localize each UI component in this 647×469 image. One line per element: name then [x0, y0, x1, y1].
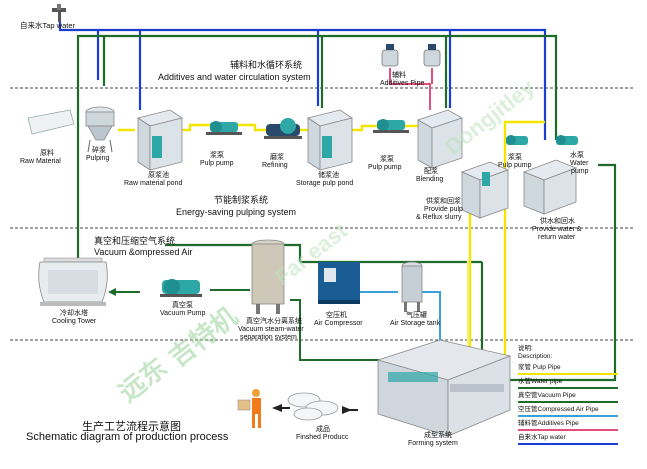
cooling-tower-label: Cooling Tower [52, 318, 97, 325]
separation-label: separation system [240, 334, 297, 341]
section-title: 真空和压缩空气系统 [94, 236, 176, 246]
legend-item: 水管Water pipe [518, 378, 563, 385]
raw-material-icon [27, 109, 75, 135]
legend-swatch [518, 415, 618, 417]
water-pump-label: pump [571, 168, 589, 175]
pulp-supply-box-icon [460, 161, 510, 219]
flow-arrow [272, 404, 358, 414]
additives-tank-icon [381, 44, 441, 67]
vacuum-pump-label: 真空泵 [172, 302, 193, 309]
legend-item: 空压管Compressed Air Pipe [518, 406, 599, 413]
section-title: 节能制浆系统 [214, 195, 269, 205]
water-pump-label: 水泵 [570, 152, 584, 159]
provide-pulp-label: & Reflux slurry [416, 214, 462, 221]
tap-water-label: 自来水Tap water [20, 21, 76, 30]
finished-product-icon [287, 392, 339, 421]
refining-label: Refining [262, 162, 288, 169]
section-title: Energy-saving pulping system [176, 207, 297, 217]
raw-material-label: Raw Material [20, 158, 61, 165]
raw-material-label: 原料 [40, 150, 54, 157]
forming-label: Forming system [408, 440, 458, 447]
pulp-pump-label: Pulp pump [200, 160, 234, 167]
legend-swatch [518, 443, 618, 445]
legend-swatch [518, 401, 618, 403]
provide-water-label: 供水和回水 [540, 218, 575, 225]
refiner-icon [264, 118, 302, 139]
pulp-pump-label: Pulp pump [498, 162, 532, 169]
pulp-pump-label: 浆泵 [380, 156, 394, 163]
additives-pipe-label: 辅料 [392, 72, 406, 79]
legend-item: 真空管Vacuum Pipe [518, 392, 576, 399]
raw-pond-label: Raw material pond [124, 180, 183, 187]
section-title: Additives and water circulation system [158, 72, 311, 82]
legend-item: 辅料管Additives Pipe [518, 420, 579, 427]
air-pipe [360, 291, 441, 350]
refining-label: 磨浆 [270, 154, 284, 161]
air-compressor-label: Air Compressor [314, 320, 363, 327]
section-title: Vacuum &ompressed Air [94, 247, 193, 257]
pulp-pump-icon [506, 135, 528, 145]
tap-faucet-icon [52, 4, 66, 22]
section-title: 辅料和水循环系统 [230, 60, 303, 70]
storage-pond-label: 储浆池 [318, 172, 339, 179]
worker-icon [237, 389, 261, 428]
raw-pond-label: 原浆池 [148, 172, 169, 179]
legend-swatch [518, 373, 618, 375]
water-pump-icon [556, 135, 578, 145]
provide-pulp-label: Provide pulp [424, 206, 463, 213]
finished-label: 成品 [316, 426, 330, 433]
water-pump-label: Water [570, 160, 589, 167]
finished-label: Finshed Producc [296, 434, 349, 441]
storage-pond-icon [307, 109, 353, 171]
forming-machine-icon [376, 339, 512, 437]
air-tank-label: 气压罐 [406, 312, 427, 319]
pulp-pump-icon [373, 119, 409, 133]
vacuum-pump-icon [160, 279, 202, 297]
legend-header: Description: [518, 353, 553, 360]
additives-pipe [389, 68, 433, 110]
legend-swatch [518, 387, 618, 389]
vacuum-pump-label: Vacuum Pump [160, 310, 206, 317]
cooling-tower-label: 冷却水塔 [60, 310, 88, 317]
blending-label: Blending [416, 176, 444, 183]
legend-item: 自来水Tap water [518, 434, 566, 441]
blending-label: 配浆 [424, 168, 438, 175]
separation-label: 真空汽水分离系统 [246, 318, 302, 325]
pulping-label: 碎浆 [92, 147, 106, 154]
separation-label: Vacuum steam-water [238, 326, 304, 333]
pulp-pump-label: 浆泵 [210, 152, 224, 159]
storage-pond-label: Storage pulp pond [296, 180, 354, 187]
cooling-tower-icon [38, 257, 108, 306]
pulper-icon [85, 106, 115, 153]
separation-tank-icon [251, 239, 285, 314]
diagram-title-cn: 生产工艺流程示意图 [82, 421, 181, 433]
legend-swatch [518, 429, 618, 431]
provide-pulp-label: 供浆和回浆 [426, 198, 461, 205]
pulp-pump-icon [206, 121, 242, 135]
air-tank-label: Air Storage tank [390, 320, 441, 327]
raw-pond-icon [137, 109, 183, 171]
provide-water-label: return water [538, 234, 576, 241]
water-supply-box-icon [522, 159, 578, 215]
diagram-title-en: Schematic diagram of production process [26, 431, 229, 443]
air-compressor-icon [318, 262, 360, 304]
pulp-pump-label: Pulp pump [368, 164, 402, 171]
tap-water-pipe [58, 22, 547, 140]
vacuum-pipe [210, 289, 380, 361]
forming-label: 成型系统 [424, 432, 452, 439]
pulping-label: Pulping [86, 155, 110, 162]
legend-header: 说明: [518, 345, 533, 352]
additives-pipe-label: Additives Pipe [380, 80, 425, 87]
legend-item: 浆管 Pulp Pipe [518, 364, 561, 371]
air-compressor-label: 空压机 [326, 312, 347, 319]
air-storage-tank-icon [401, 261, 423, 312]
provide-water-label: Provide water & [532, 226, 582, 233]
pulp-pump-label: 浆泵 [508, 154, 522, 161]
blending-tank-icon [417, 109, 463, 169]
